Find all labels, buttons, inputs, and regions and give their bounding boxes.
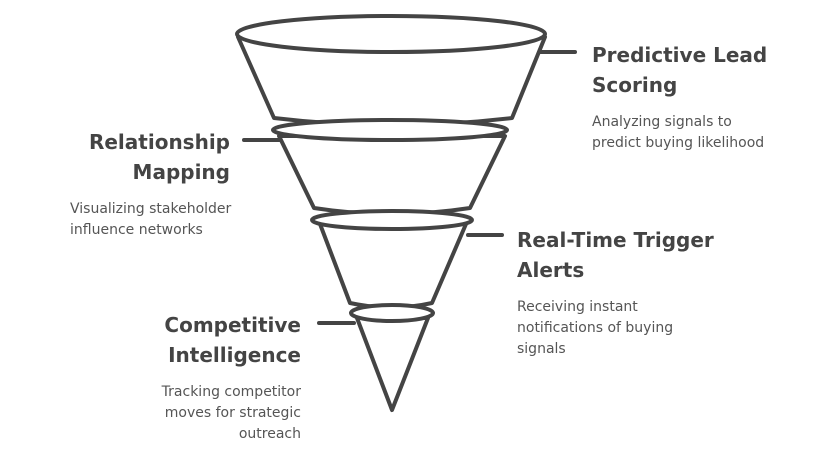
description-line: signals — [517, 341, 566, 357]
description-line: moves for strategic — [164, 405, 301, 421]
funnel-ring-1 — [271, 118, 509, 142]
description-line: notifications of buying — [517, 320, 674, 336]
stage-description: Analyzing signals to predict buying likel… — [592, 112, 767, 154]
funnel-top-rim — [235, 14, 547, 54]
title-line: Competitive — [164, 313, 301, 337]
title-line: Predictive Lead — [592, 43, 768, 67]
title-line: Intelligence — [168, 343, 301, 367]
title-line: Scoring — [592, 73, 678, 97]
funnel-segment-3 — [318, 222, 468, 310]
funnel-ring-2 — [310, 209, 474, 231]
description-line: Tracking competitor — [161, 384, 301, 400]
title-line: Relationship — [88, 130, 230, 154]
title-line: Mapping — [132, 160, 230, 184]
stage-description: Visualizing stakeholder influence network… — [70, 199, 232, 241]
stage-description: Tracking competitor moves for strategic ou… — [100, 382, 301, 445]
funnel-ring-3 — [349, 303, 435, 323]
title-line: Real-Time Trigger — [517, 228, 714, 252]
title-line: Alerts — [517, 258, 585, 282]
funnel-segment-2 — [277, 134, 507, 216]
description-line: influence networks — [70, 222, 203, 238]
stage-description: Receiving instant notifications of buying… — [517, 297, 714, 360]
description-line: Analyzing signals to — [592, 114, 732, 130]
description-line: predict buying likelihood — [592, 135, 765, 151]
description-line: Receiving instant — [517, 299, 638, 315]
description-line: Visualizing stakeholder — [70, 201, 232, 217]
funnel-cone — [355, 316, 430, 412]
description-line: outreach — [238, 426, 301, 442]
